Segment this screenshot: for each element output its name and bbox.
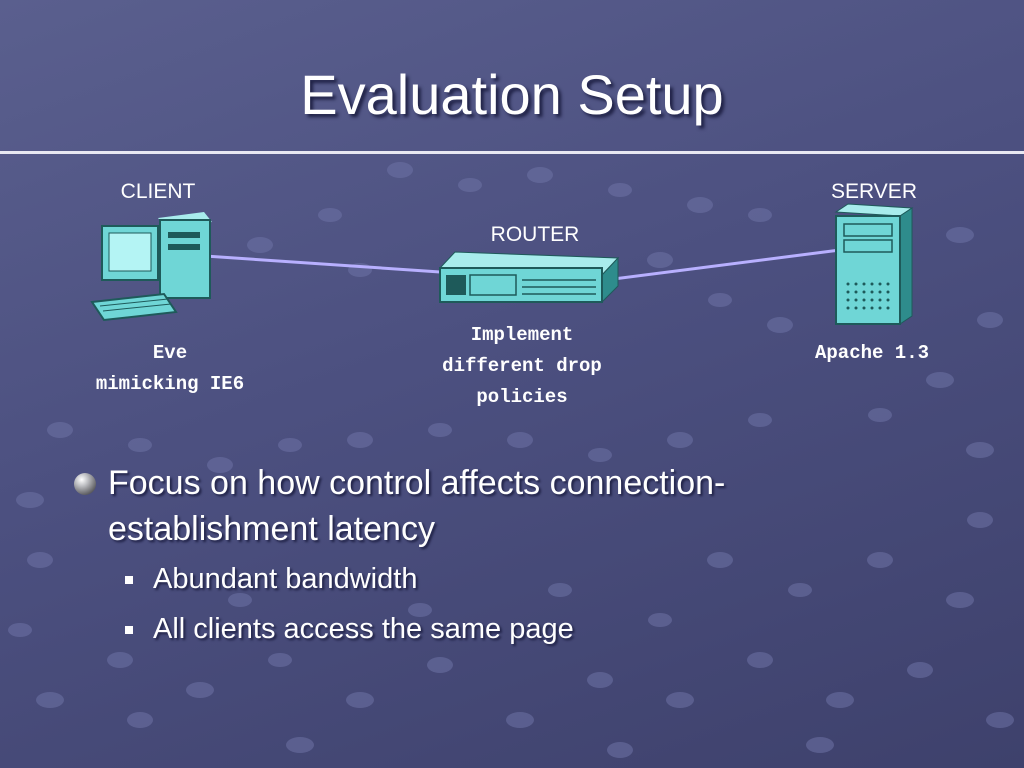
slide-title: Evaluation Setup [300, 63, 724, 126]
router-server-link [589, 248, 841, 284]
bullet-main-line2: establishment latency [108, 510, 435, 548]
sub-bullet: Abundant bandwidth [70, 554, 970, 604]
sub-bullet: All clients access the same page [70, 604, 970, 654]
client-caption-line2: mimicking IE6 [95, 373, 245, 395]
sub-bullet-text: All clients access the same page [153, 613, 574, 645]
router-icon [438, 251, 620, 304]
server-label: SERVER [831, 180, 917, 203]
bullet-list: Focus on how control affects connection-… [70, 460, 970, 654]
client-router-link [204, 254, 441, 274]
client-caption: Eve mimicking IE6 [50, 338, 290, 400]
router-label: ROUTER [490, 223, 580, 246]
router-caption-line3: policies [476, 386, 568, 408]
square-bullet-icon [125, 626, 133, 634]
router-caption: Implement different drop policies [392, 320, 652, 413]
title-divider [0, 151, 1024, 154]
router-caption-line1: Implement [470, 324, 574, 346]
square-bullet-icon [125, 576, 133, 584]
sub-bullet-text: Abundant bandwidth [153, 563, 418, 595]
router-caption-line2: different drop [442, 355, 602, 377]
client-caption-line1: Eve [152, 342, 188, 364]
server-caption-line1: Apache 1.3 [814, 342, 930, 364]
bullet-main: Focus on how control affects connection-… [70, 460, 970, 552]
bullet-main-line1: Focus on how control affects connection- [108, 464, 726, 502]
sphere-bullet-icon [74, 473, 96, 495]
server-tower-icon [834, 203, 914, 325]
desktop-computer-icon [90, 212, 212, 322]
server-caption: Apache 1.3 [772, 338, 972, 369]
client-label: CLIENT [120, 180, 196, 203]
